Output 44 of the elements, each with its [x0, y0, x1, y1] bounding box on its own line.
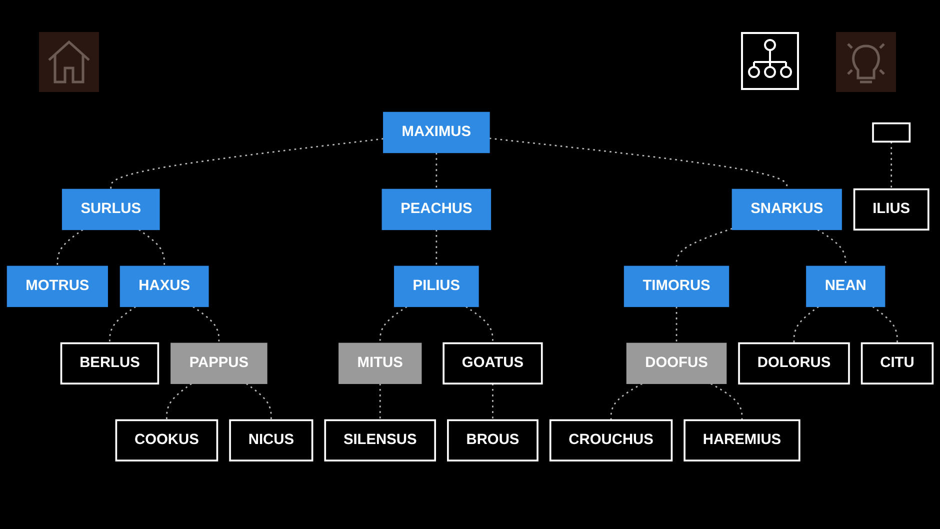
connector	[109, 306, 136, 344]
connector	[610, 382, 643, 420]
node-box: CROUCHUS	[549, 419, 673, 462]
node-box: DOOFUS	[626, 342, 727, 384]
node-box: PAPPUS	[170, 342, 268, 384]
connector	[110, 138, 384, 190]
connector	[436, 152, 438, 190]
node-box: NEAN	[806, 266, 886, 308]
node-box: HAXUS	[120, 266, 209, 308]
connector	[890, 142, 892, 190]
node-box: MITUS	[338, 342, 422, 384]
node-box	[872, 122, 911, 143]
connector	[138, 229, 166, 266]
node-box: PILIUS	[394, 266, 479, 308]
node-box: SILENSUS	[324, 419, 436, 462]
connector	[676, 306, 678, 344]
node-box: DOLORUS	[738, 342, 850, 384]
connector	[192, 306, 220, 344]
connector	[246, 383, 272, 420]
connector	[676, 228, 733, 266]
node-box: PEACHUS	[382, 188, 492, 230]
connector	[379, 384, 381, 420]
connector	[166, 383, 192, 420]
node-box: ILIUS	[853, 188, 930, 231]
connector	[492, 384, 494, 420]
node-box: CITU	[860, 342, 934, 384]
node-box: SURLUS	[62, 188, 160, 230]
node-box: SNARKUS	[732, 188, 842, 230]
node-box: MAXIMUS	[383, 112, 490, 154]
node-box: NICUS	[229, 419, 314, 462]
connector	[466, 306, 494, 344]
connector	[56, 229, 84, 266]
node-box: GOATUS	[442, 342, 543, 384]
node-box: COOKUS	[115, 419, 218, 462]
connector	[710, 382, 743, 420]
connector	[872, 306, 898, 344]
connector	[436, 230, 438, 266]
node-box: BERLUS	[60, 342, 160, 384]
connector	[793, 306, 819, 344]
node-box: HAREMIUS	[684, 419, 800, 462]
connector	[379, 306, 408, 344]
node-box: TIMORUS	[624, 266, 730, 308]
node-box: BROUS	[447, 419, 538, 462]
node-box: MOTRUS	[6, 266, 108, 308]
